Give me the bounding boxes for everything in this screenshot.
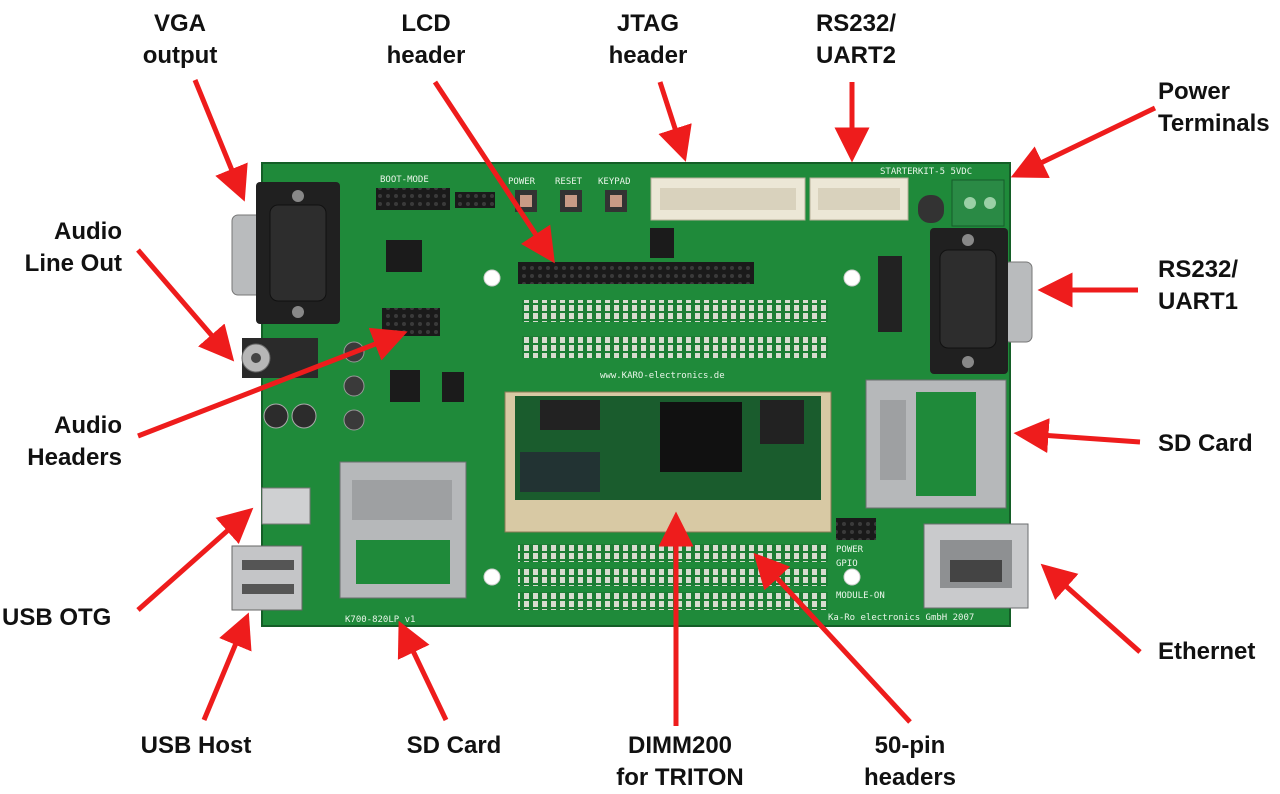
sd-card-slot-right: [865, 379, 1007, 509]
ethernet-connector: [923, 523, 1029, 609]
lcd-header-connector: [518, 262, 754, 284]
arrow-jtag: [657, 81, 692, 162]
uart1-dsub-connector: [878, 228, 1033, 374]
led-power-silk: POWER: [836, 545, 864, 555]
arrow-power: [1010, 105, 1157, 179]
arrow-vga: [192, 79, 248, 202]
audio-header-pins: [382, 308, 440, 336]
label-jtag-header: JTAG header: [608, 10, 688, 69]
dimm200-socket: [504, 391, 832, 533]
usb-otg-connector: [261, 487, 311, 525]
small-chip: [442, 372, 464, 402]
lower-pad-row-3: [518, 592, 828, 610]
top-left-chip: [386, 240, 422, 272]
label-vga-output: VGA output: [142, 10, 218, 69]
led-module-silk: MODULE-ON: [836, 591, 885, 601]
callout-arrows: [136, 79, 1157, 726]
label-audio-line-out: Audio Line Out: [24, 218, 122, 277]
arrow-audio-headers: [137, 327, 408, 439]
keypad-button-silk: KEYPAD: [598, 177, 631, 187]
vendor-silk: Ka-Ro electronics GmbH 2007: [828, 613, 974, 623]
label-usb-host: USB Host: [140, 732, 252, 759]
label-sd-card-right: SD Card: [1158, 430, 1253, 457]
arrow-50pin: [753, 552, 912, 724]
board-name-silk: STARTERKIT-5 5VDC: [880, 167, 972, 177]
arrow-sd-bottom: [397, 620, 449, 722]
upper-pad-row-2: [522, 336, 828, 358]
led-jumper: [836, 518, 876, 540]
lower-pad-row-2: [518, 568, 828, 586]
label-dimm200-triton: DIMM200 for TRITON: [616, 732, 744, 791]
upper-pad-row-1: [522, 300, 828, 322]
arrow-usb-host: [201, 612, 252, 721]
label-lcd-header: LCD header: [386, 10, 466, 69]
boot-mode-silk: BOOT-MODE: [380, 175, 429, 185]
boot-mode-header: BOOT-MODE: [376, 175, 495, 210]
arrow-usb-otg: [136, 507, 254, 612]
top-mid-chip: [650, 228, 674, 258]
arrow-sd-right: [1013, 418, 1141, 454]
usb-host-connector: [231, 545, 303, 611]
label-rs232-uart2: RS232/ UART2: [815, 10, 897, 69]
arrow-audio-line-out: [136, 248, 235, 362]
label-audio-headers: Audio Headers: [27, 412, 122, 471]
model-silk: K700-820LP v1: [345, 615, 415, 625]
label-rs232-uart1: RS232/ UART1: [1158, 256, 1239, 315]
arrow-lcd: [432, 80, 555, 264]
capacitors: [263, 341, 365, 431]
push-buttons: POWER RESET KEYPAD: [508, 177, 631, 212]
url-silk: www.KARO-electronics.de: [600, 371, 725, 381]
uart2-header-connector: [809, 177, 909, 221]
label-ethernet: Ethernet: [1158, 638, 1256, 665]
label-power-terminals: Power Terminals: [1158, 78, 1270, 137]
label-50-pin-headers: 50-pin headers: [863, 732, 957, 791]
arrow-ethernet: [1040, 563, 1142, 654]
reset-button-silk: RESET: [555, 177, 583, 187]
led-gpio-silk: GPIO: [836, 559, 858, 569]
sd-card-slot-bottom: [339, 461, 467, 599]
audio-codec-chip: [390, 370, 420, 402]
label-usb-otg: USB OTG: [2, 604, 112, 631]
power-terminal-block: [918, 179, 1005, 227]
vga-connector: [231, 182, 340, 324]
label-sd-card-bottom: SD Card: [406, 732, 502, 759]
jtag-header-connector: [650, 177, 806, 221]
power-button-silk: POWER: [508, 177, 536, 187]
lower-pad-row-1: [518, 544, 828, 562]
